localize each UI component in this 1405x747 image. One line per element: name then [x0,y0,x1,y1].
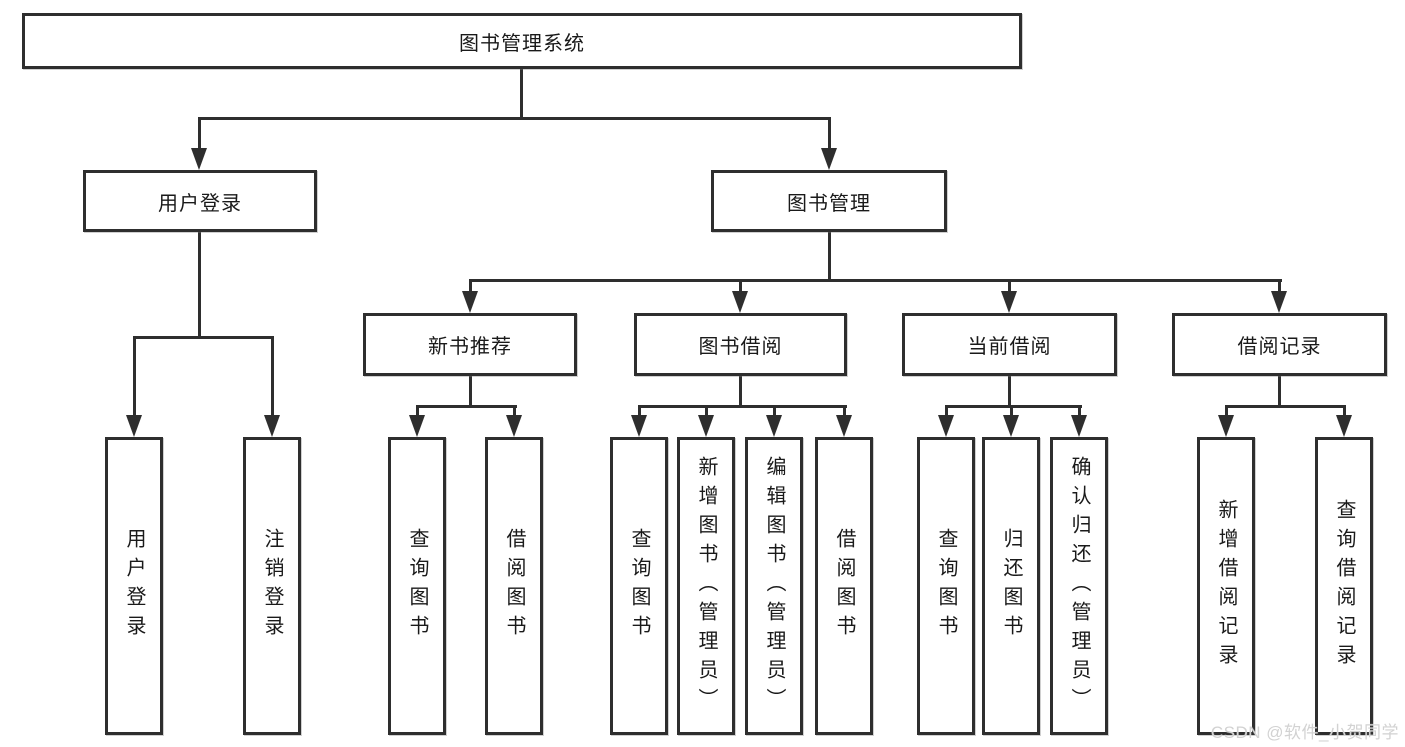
connector-line [739,376,742,407]
node-book-management-label: 图书管理 [787,192,871,215]
node-current-borrowing: 当前借阅 [902,313,1117,376]
arrow-down-icon [1003,415,1019,437]
arrow-down-icon [766,415,782,437]
leaf-borrow-books-recommend: 借阅图书 [485,437,543,735]
leaf-query-books-recommend-label: 查询图书 [406,528,428,644]
connector-line [469,279,1282,282]
connector-line [1225,405,1228,417]
connector-line [1343,405,1346,417]
leaf-logout: 注销登录 [243,437,301,735]
arrow-down-icon [938,415,954,437]
node-current-borrowing-label: 当前借阅 [967,336,1052,358]
arrow-down-icon [126,415,142,437]
arrow-down-icon [462,291,478,313]
leaf-query-borrow-record-label: 查询借阅记录 [1333,499,1355,673]
node-book-management: 图书管理 [711,170,947,232]
connector-line [843,405,846,417]
connector-line [1010,405,1013,417]
connector-line [1008,376,1011,407]
connector-line [198,117,831,120]
node-borrowing-records: 借阅记录 [1172,313,1387,376]
arrow-down-icon [1001,291,1017,313]
leaf-add-books-admin-label: 新增图书（管理员） [695,455,717,717]
leaf-query-books-borrowing: 查询图书 [610,437,668,735]
node-new-book-recommend-label: 新书推荐 [428,336,512,358]
leaf-query-borrow-record: 查询借阅记录 [1315,437,1373,735]
arrow-down-icon [191,148,207,170]
csdn-watermark: CSDN @软件_小贺同学 [1210,723,1399,742]
leaf-query-books-borrowing-label: 查询图书 [628,528,650,644]
arrow-down-icon [1071,415,1087,437]
leaf-add-borrow-record: 新增借阅记录 [1197,437,1255,735]
arrow-down-icon [836,415,852,437]
leaf-add-books-admin: 新增图书（管理员） [677,437,735,735]
connector-line [773,405,776,417]
connector-line [945,405,948,417]
connector-line [828,232,831,282]
connector-line [416,405,419,417]
connector-line [513,405,516,417]
arrow-down-icon [821,148,837,170]
leaf-confirm-return-admin-label: 确认归还（管理员） [1068,455,1090,717]
leaf-borrow-books: 借阅图书 [815,437,873,735]
connector-line [638,405,641,417]
leaf-borrow-books-recommend-label: 借阅图书 [503,528,525,644]
arrow-down-icon [732,291,748,313]
connector-line [469,376,472,407]
connector-line [133,336,274,339]
leaf-return-books: 归还图书 [982,437,1040,735]
leaf-edit-books-admin-label: 编辑图书（管理员） [763,455,785,717]
node-new-book-recommend: 新书推荐 [363,313,577,376]
arrow-down-icon [1336,415,1352,437]
connector-line [638,405,847,408]
leaf-query-books-recommend: 查询图书 [388,437,446,735]
connector-line [1278,376,1281,407]
connector-line [739,279,742,293]
node-root-label: 图书管理系统 [459,32,585,55]
node-book-borrowing-label: 图书借阅 [698,336,783,358]
leaf-query-books-current-label: 查询图书 [935,528,957,644]
leaf-return-books-label: 归还图书 [1000,528,1022,644]
connector-line [469,279,472,293]
leaf-borrow-books-label: 借阅图书 [833,528,855,644]
connector-line [1278,279,1281,293]
connector-line [416,405,517,408]
leaf-edit-books-admin: 编辑图书（管理员） [745,437,803,735]
node-root-system: 图书管理系统 [22,13,1022,69]
arrow-down-icon [506,415,522,437]
connector-line [198,232,201,339]
connector-line [1008,279,1011,293]
arrow-down-icon [1218,415,1234,437]
node-borrowing-records-label: 借阅记录 [1237,336,1322,358]
node-user-login-label: 用户登录 [158,192,242,215]
connector-line [945,405,1082,408]
node-user-login: 用户登录 [83,170,317,232]
node-book-borrowing: 图书借阅 [634,313,847,376]
arrow-down-icon [698,415,714,437]
arrow-down-icon [631,415,647,437]
arrow-down-icon [1271,291,1287,313]
connector-line [133,336,136,417]
connector-line [705,405,708,417]
connector-line [1225,405,1346,408]
leaf-logout-label: 注销登录 [261,528,283,644]
arrow-down-icon [409,415,425,437]
connector-line [198,117,201,150]
connector-line [828,117,831,150]
connector-line [271,336,274,417]
connector-line [1078,405,1081,417]
leaf-user-login-label: 用户登录 [123,528,145,644]
leaf-add-borrow-record-label: 新增借阅记录 [1215,499,1237,673]
connector-line [520,69,523,119]
leaf-user-login: 用户登录 [105,437,163,735]
arrow-down-icon [264,415,280,437]
leaf-confirm-return-admin: 确认归还（管理员） [1050,437,1108,735]
leaf-query-books-current: 查询图书 [917,437,975,735]
